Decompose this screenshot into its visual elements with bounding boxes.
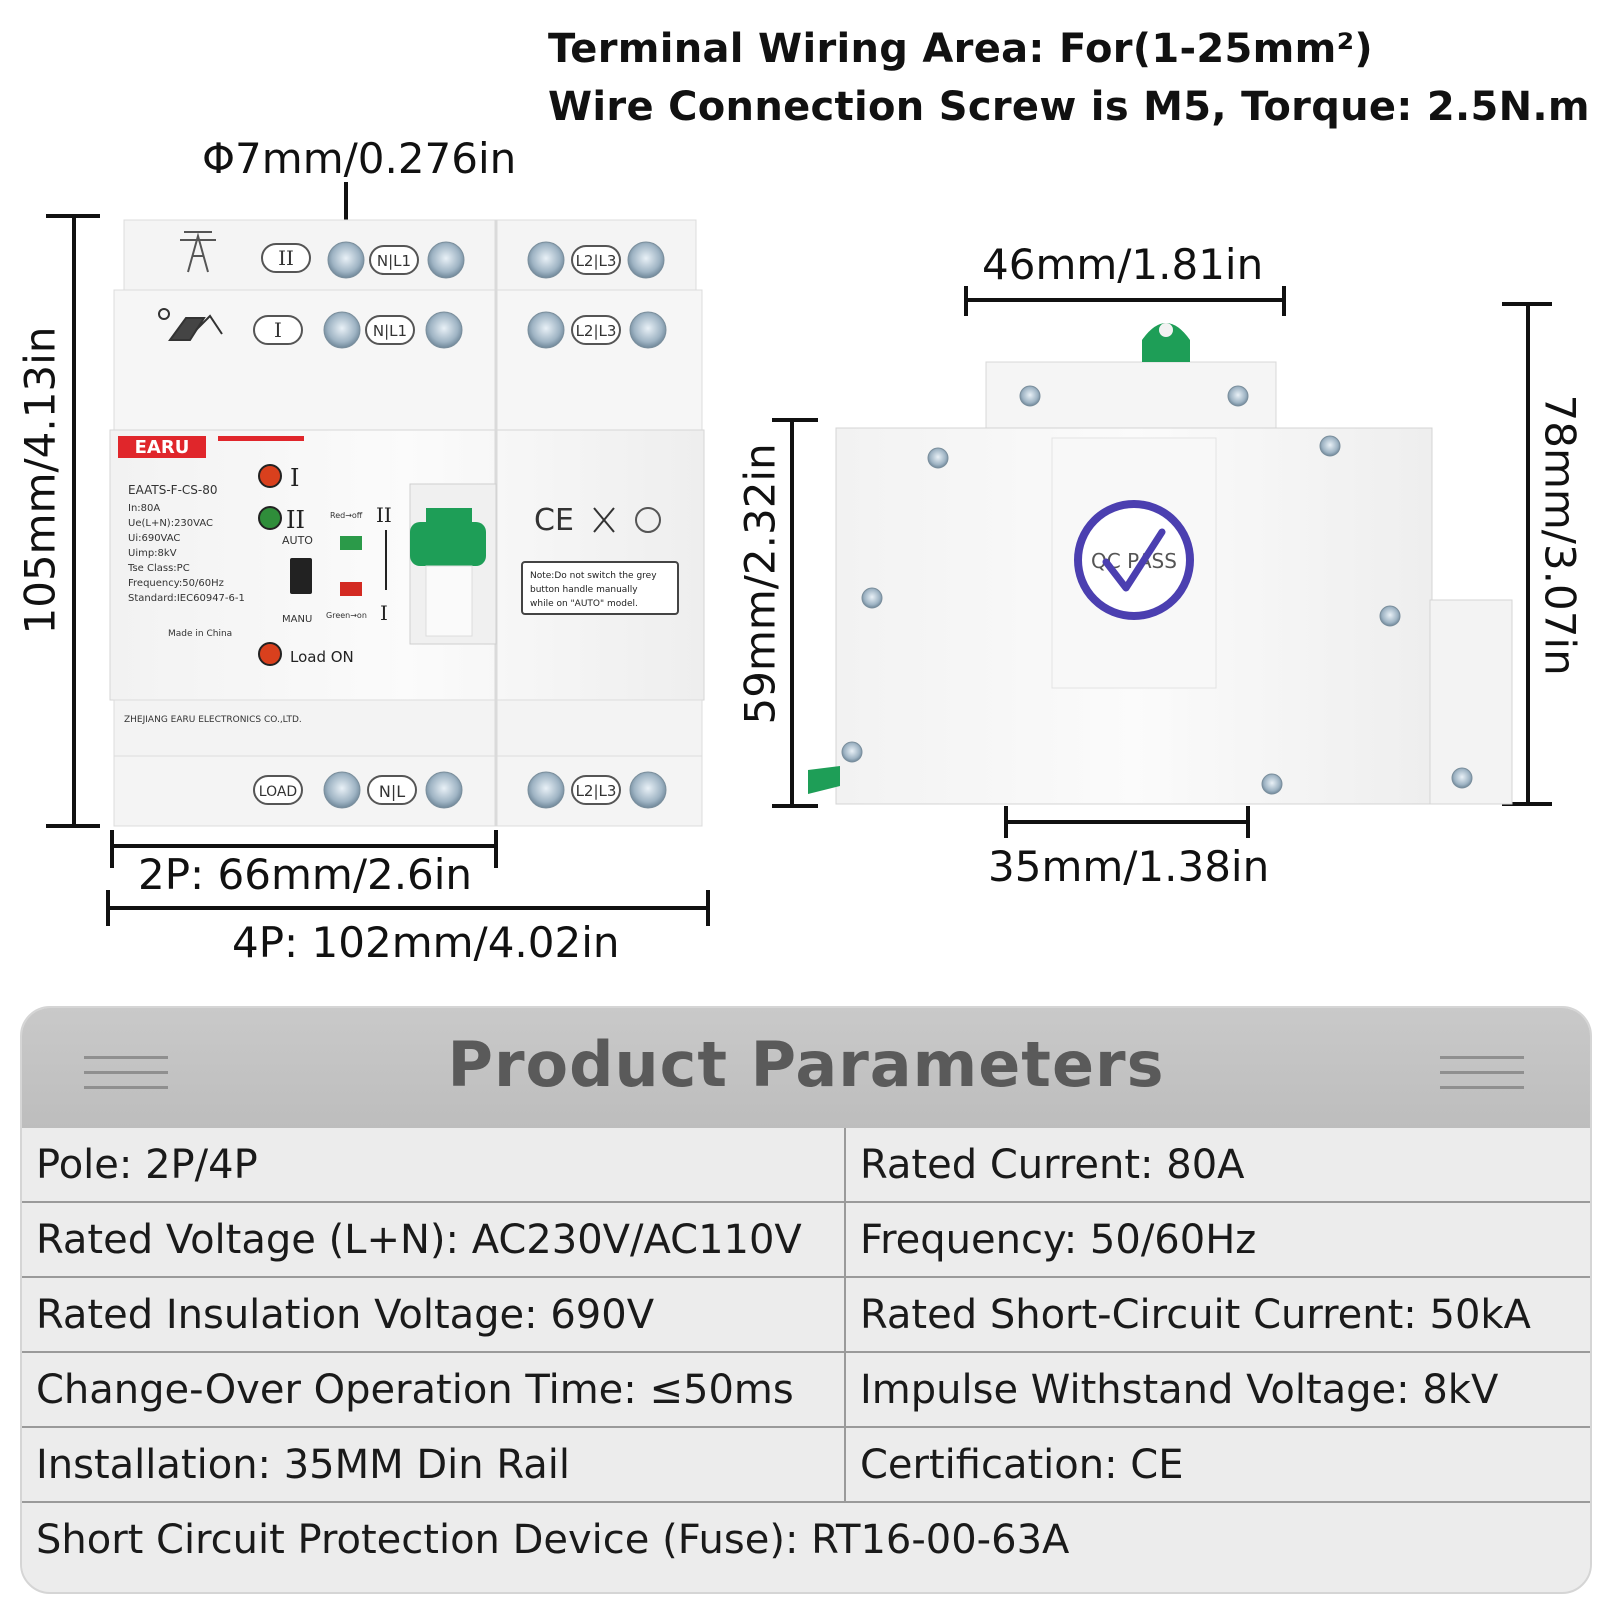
panel-title: Product Parameters: [447, 1028, 1165, 1101]
parameters-table: Pole: 2P/4P Rated Current: 80A Rated Vol…: [22, 1128, 1590, 1576]
grid-tower-icon: [180, 231, 216, 273]
right-decor-lines-icon: [1440, 1056, 1524, 1101]
table-row: Rated Insulation Voltage: 690V Rated Sho…: [22, 1277, 1590, 1353]
table-row: Change-Over Operation Time: ≤50ms Impuls…: [22, 1352, 1590, 1428]
svg-text:I: I: [274, 318, 282, 342]
table-row: Rated Voltage (L+N): AC230V/AC110V Frequ…: [22, 1202, 1590, 1278]
svg-text:II: II: [376, 503, 392, 527]
bottom-terminal-row: LOAD N|L L2|L3: [253, 771, 667, 809]
wiring-area-text: Terminal Wiring Area: For(1-25mm²): [548, 26, 1374, 72]
rail-width-label: 35mm/1.38in: [988, 842, 1270, 891]
note-line: while on "AUTO" model.: [530, 599, 638, 609]
spec-line: Standard:IEC60947-6-1: [128, 593, 245, 604]
param-cell: Rated Current: 80A: [845, 1128, 1590, 1203]
param-cell: Certification: CE: [845, 1427, 1590, 1503]
left-decor-lines-icon: [84, 1056, 168, 1101]
svg-text:MANU: MANU: [282, 614, 312, 625]
side-top-width-label: 46mm/1.81in: [982, 240, 1264, 289]
svg-text:AUTO: AUTO: [282, 534, 313, 547]
param-cell: Installation: 35MM Din Rail: [22, 1427, 846, 1503]
svg-text:LOAD: LOAD: [259, 784, 297, 800]
spec-line: Tse Class:PC: [127, 563, 190, 574]
svg-text:I: I: [380, 601, 388, 625]
svg-text:Red→off: Red→off: [330, 511, 363, 520]
param-cell: Change-Over Operation Time: ≤50ms: [22, 1352, 846, 1428]
param-cell: Rated Insulation Voltage: 690V: [22, 1277, 846, 1353]
param-cell: Frequency: 50/60Hz: [845, 1202, 1590, 1278]
second-terminal-row: I N|L1 L2|L3: [158, 308, 667, 349]
side-top-width-dimension: [964, 286, 1286, 316]
param-cell: Rated Short-Circuit Current: 50kA: [845, 1277, 1590, 1353]
width-2p-dimension: [110, 830, 498, 868]
svg-text:L2|L3: L2|L3: [576, 322, 617, 340]
top-terminal-row: II N|L1 L2|L3: [180, 231, 665, 279]
switch-handle: [409, 483, 497, 645]
note-line: Note:Do not switch the grey: [530, 571, 657, 581]
hole-diameter-label: Φ7mm/0.276in: [202, 134, 517, 183]
rail-width-dimension: [1004, 806, 1250, 838]
qc-pass-seal-icon: QC PASS: [1074, 500, 1194, 620]
source-indicators: I II AUTO MANU Red→off Green→on II I Loa…: [258, 464, 392, 666]
screw-torque-text: Wire Connection Screw is M5, Torque: 2.5…: [548, 84, 1590, 130]
svg-text:EARU: EARU: [135, 437, 190, 458]
param-cell: Pole: 2P/4P: [22, 1128, 846, 1203]
svg-text:II: II: [286, 506, 305, 534]
width-2p-label: 2P: 66mm/2.6in: [138, 850, 473, 899]
spec-line: In:80A: [128, 503, 160, 514]
svg-text:ZHEJIANG EARU ELECTRONICS CO.,: ZHEJIANG EARU ELECTRONICS CO.,LTD.: [124, 715, 302, 725]
device-drawing: II N|L1 L2|L3 I N|L1 L2|L3 E: [46, 182, 1552, 926]
spec-line: Frequency:50/60Hz: [128, 578, 224, 589]
warning-note: Note:Do not switch the grey button handl…: [521, 561, 679, 615]
fuse-param-cell: Short Circuit Protection Device (Fuse): …: [22, 1502, 1590, 1576]
spec-block: EAATS-F-CS-80 In:80A Ue(L+N):230VAC Ui:6…: [124, 483, 302, 725]
spec-line: Uimp:8kV: [128, 548, 177, 559]
spec-line: Ui:690VAC: [128, 533, 180, 544]
brand-strip: EARU: [118, 436, 304, 458]
svg-text:EAATS-F-CS-80: EAATS-F-CS-80: [128, 483, 218, 497]
svg-text:I: I: [290, 464, 299, 492]
svg-text:N|L: N|L: [379, 782, 405, 801]
svg-text:N|L1: N|L1: [373, 322, 407, 340]
side-inner-height-dimension: [772, 418, 818, 808]
svg-text:Load ON: Load ON: [290, 648, 354, 666]
spec-line: Ue(L+N):230VAC: [128, 518, 213, 529]
svg-text:L2|L3: L2|L3: [576, 252, 617, 270]
svg-text:II: II: [278, 246, 294, 270]
svg-text:Green→on: Green→on: [326, 611, 367, 620]
solar-house-icon: [158, 308, 223, 341]
svg-text:L2|L3: L2|L3: [576, 782, 617, 800]
table-row: Short Circuit Protection Device (Fuse): …: [22, 1502, 1590, 1576]
cert-marks: CE: [534, 503, 661, 538]
table-row: Pole: 2P/4P Rated Current: 80A: [22, 1128, 1590, 1203]
panel-header: Product Parameters: [22, 1008, 1590, 1128]
param-cell: Impulse Withstand Voltage: 8kV: [845, 1352, 1590, 1428]
note-line: button handle manually: [530, 585, 638, 595]
svg-text:N|L1: N|L1: [377, 252, 411, 270]
front-height-dimension: [46, 214, 100, 828]
width-4p-label: 4P: 102mm/4.02in: [232, 918, 620, 967]
svg-text:CE: CE: [534, 503, 574, 538]
width-4p-dimension: [106, 890, 710, 926]
param-cell: Rated Voltage (L+N): AC230V/AC110V: [22, 1202, 846, 1278]
table-row: Installation: 35MM Din Rail Certificatio…: [22, 1427, 1590, 1503]
product-parameters-panel: Product Parameters Pole: 2P/4P Rated Cur…: [20, 1006, 1592, 1594]
svg-text:Made in China: Made in China: [168, 629, 232, 639]
